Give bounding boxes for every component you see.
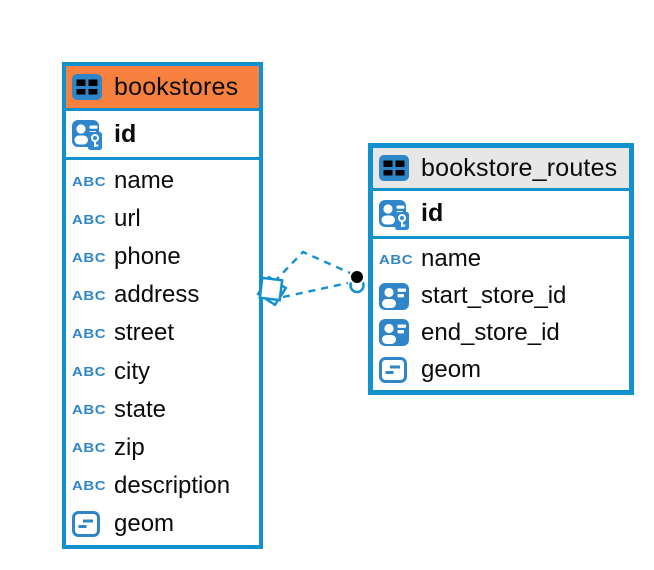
table-title: bookstore_routes [421, 153, 618, 182]
column-label: description [114, 471, 231, 499]
column-label: url [114, 205, 141, 233]
column-label: state [114, 395, 167, 423]
table-icon [379, 155, 413, 181]
column-row[interactable]: ABC zip [66, 429, 259, 467]
column-label: city [114, 357, 150, 385]
text-type-icon: ABC [72, 478, 107, 494]
text-type-icon: ABC [72, 364, 107, 380]
text-type-icon: ABC [72, 211, 107, 227]
text-type-icon: ABC [379, 251, 414, 267]
column-row[interactable]: ABC city [66, 352, 259, 390]
text-type-icon: ABC [72, 173, 107, 189]
foreign-key-icon [379, 282, 413, 310]
table-icon [72, 74, 106, 100]
column-label: geom [421, 355, 482, 383]
relationship-target-marker[interactable] [349, 269, 365, 294]
relationship-lines [273, 250, 351, 299]
foreign-key-icon [379, 319, 413, 347]
text-type-icon: ABC [72, 249, 107, 265]
table-header-bookstores[interactable]: bookstores [66, 66, 259, 111]
geometry-type-icon [379, 356, 413, 383]
relationship-line-1[interactable] [273, 250, 351, 283]
table-columns: ABC name start_store_id end_store_id ge [373, 239, 629, 390]
column-label: id [421, 199, 444, 227]
column-row[interactable]: start_store_id [373, 278, 629, 315]
column-label: end_store_id [421, 318, 560, 346]
column-row[interactable]: ABC state [66, 391, 259, 429]
column-row[interactable]: end_store_id [373, 315, 629, 352]
column-row[interactable]: ABC description [66, 467, 259, 505]
table-title: bookstores [114, 72, 239, 101]
column-row[interactable]: ABC name [66, 162, 259, 200]
entity-table-bookstores[interactable]: bookstores id ABC name ABC url ABC phone… [62, 62, 263, 549]
geometry-type-icon [72, 510, 106, 537]
column-label: name [114, 167, 175, 195]
entity-table-bookstore-routes[interactable]: bookstore_routes id ABC name start_store… [368, 143, 634, 395]
column-label: street [114, 319, 175, 347]
relationship-source-marker[interactable] [256, 275, 288, 307]
column-row[interactable]: ABC phone [66, 238, 259, 276]
primary-key-icon [72, 118, 106, 150]
column-label: zip [114, 433, 145, 461]
column-row[interactable]: ABC url [66, 200, 259, 238]
column-label: start_store_id [421, 282, 567, 310]
text-type-icon: ABC [72, 325, 107, 341]
column-label: geom [114, 509, 175, 537]
column-label: name [421, 245, 482, 273]
primary-key-icon [379, 198, 413, 230]
text-type-icon: ABC [72, 402, 107, 418]
column-row[interactable]: ABC address [66, 276, 259, 314]
table-columns: ABC name ABC url ABC phone ABC address A… [66, 160, 259, 545]
text-type-icon: ABC [72, 440, 107, 456]
column-row[interactable]: geom [373, 351, 629, 388]
table-header-bookstore-routes[interactable]: bookstore_routes [373, 148, 629, 191]
column-row[interactable]: ABC name [373, 241, 629, 278]
column-label: id [114, 119, 137, 148]
column-label: address [114, 281, 200, 309]
column-row[interactable]: geom [66, 505, 259, 543]
column-row[interactable]: ABC street [66, 314, 259, 352]
column-label: phone [114, 243, 181, 271]
column-row-id[interactable]: id [373, 191, 629, 239]
column-row-id[interactable]: id [66, 111, 259, 160]
relationship-line-2[interactable] [282, 281, 349, 299]
text-type-icon: ABC [72, 287, 107, 303]
